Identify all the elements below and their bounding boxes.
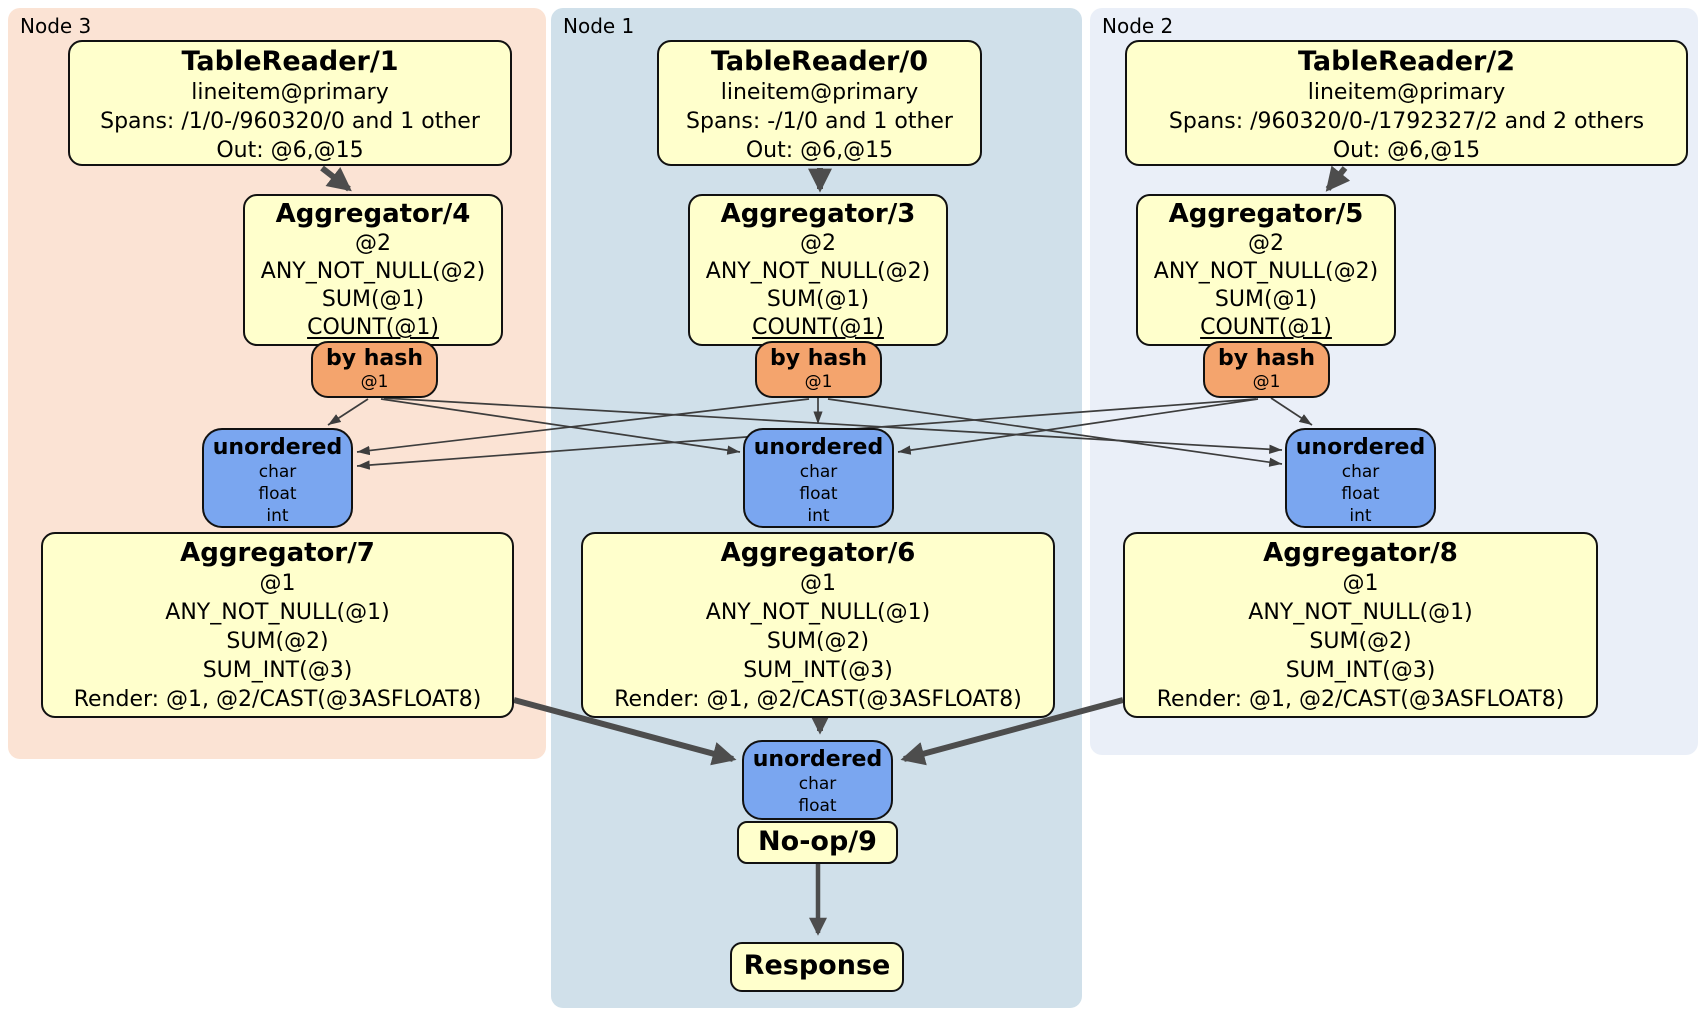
aggregator-5-box: Aggregator/5 @2 ANY_NOT_NULL(@2) SUM(@1)… — [1136, 194, 1396, 346]
sync-detail: int — [266, 506, 289, 526]
node2-label: Node 2 — [1102, 14, 1174, 38]
box-detail: COUNT(@1) — [1200, 315, 1332, 340]
router-detail: @1 — [360, 372, 389, 392]
sync-detail: char — [799, 462, 838, 482]
box-detail: Spans: -/1/0 and 1 other — [686, 109, 953, 134]
aggregator-6-box: Aggregator/6 @1 ANY_NOT_NULL(@1) SUM(@2)… — [581, 532, 1055, 718]
box-title: Aggregator/3 — [720, 199, 916, 229]
router-title: by hash — [325, 346, 423, 371]
box-title: TableReader/1 — [181, 46, 399, 77]
sync-detail: float — [798, 796, 837, 816]
node1-label: Node 1 — [563, 14, 635, 38]
unordered-sync-final: unordered char float — [742, 740, 893, 820]
node3-label: Node 3 — [20, 14, 92, 38]
box-detail: Render: @1, @2/CAST(@3ASFLOAT8) — [73, 687, 482, 712]
box-detail: @2 — [355, 231, 391, 256]
router-title: by hash — [769, 346, 867, 371]
sync-detail: int — [1349, 506, 1372, 526]
tablereader-0-box: TableReader/0 lineitem@primary Spans: -/… — [657, 40, 982, 166]
box-detail: SUM(@2) — [226, 629, 329, 654]
sync-title: unordered — [1295, 435, 1426, 460]
box-detail: SUM(@2) — [766, 629, 870, 654]
box-detail: @1 — [800, 571, 836, 596]
box-detail: lineitem@primary — [191, 80, 389, 105]
sync-detail: char — [258, 462, 297, 482]
box-detail: ANY_NOT_NULL(@2) — [260, 259, 486, 284]
box-detail: @2 — [800, 231, 836, 256]
aggregator-3-box: Aggregator/3 @2 ANY_NOT_NULL(@2) SUM(@1)… — [688, 194, 948, 346]
box-detail: SUM(@1) — [1214, 287, 1318, 312]
box-detail: ANY_NOT_NULL(@2) — [1153, 259, 1379, 284]
box-detail: Out: @6,@15 — [745, 138, 894, 163]
sync-detail: int — [807, 506, 830, 526]
sync-detail: char — [798, 774, 837, 794]
box-detail: Out: @6,@15 — [216, 138, 364, 163]
tablereader-1-box: TableReader/1 lineitem@primary Spans: /1… — [68, 40, 512, 166]
box-detail: SUM(@1) — [321, 287, 425, 312]
router-title: by hash — [1217, 346, 1315, 371]
sync-title: unordered — [753, 435, 884, 460]
box-detail: lineitem@primary — [1307, 80, 1506, 105]
box-detail: Spans: /960320/0-/1792327/2 and 2 others — [1168, 109, 1645, 134]
unordered-sync-node2: unordered char float int — [1285, 428, 1436, 528]
hash-router-node3: by hash @1 — [311, 341, 438, 398]
box-detail: SUM(@2) — [1309, 629, 1412, 654]
box-detail: ANY_NOT_NULL(@1) — [165, 600, 390, 625]
sync-detail: float — [258, 484, 297, 504]
aggregator-7-box: Aggregator/7 @1 ANY_NOT_NULL(@1) SUM(@2)… — [41, 532, 514, 718]
box-detail: COUNT(@1) — [307, 315, 439, 340]
router-detail: @1 — [1252, 372, 1281, 392]
box-title: Aggregator/7 — [180, 538, 375, 568]
box-detail: @2 — [1248, 231, 1284, 256]
aggregator-4-box: Aggregator/4 @2 ANY_NOT_NULL(@2) SUM(@1)… — [243, 194, 503, 346]
box-detail: Render: @1, @2/CAST(@3ASFLOAT8) — [1156, 687, 1565, 712]
box-detail: SUM_INT(@3) — [1285, 658, 1436, 683]
box-title: TableReader/0 — [711, 46, 928, 77]
box-title: Aggregator/8 — [1263, 538, 1458, 568]
unordered-sync-node3: unordered char float int — [202, 428, 353, 528]
sync-title: unordered — [752, 747, 883, 772]
box-detail: ANY_NOT_NULL(@1) — [1248, 600, 1473, 625]
box-title: Aggregator/6 — [720, 538, 916, 568]
unordered-sync-node1: unordered char float int — [743, 428, 894, 528]
box-detail: @1 — [259, 571, 296, 596]
box-detail: COUNT(@1) — [752, 315, 884, 340]
sync-detail: float — [799, 484, 838, 504]
hash-router-node1: by hash @1 — [755, 341, 882, 398]
hash-router-node2: by hash @1 — [1203, 341, 1330, 398]
box-detail: SUM_INT(@3) — [743, 658, 893, 683]
sync-title: unordered — [212, 435, 343, 460]
box-detail: Out: @6,@15 — [1332, 138, 1481, 163]
box-title: No-op/9 — [758, 826, 877, 857]
noop-box: No-op/9 — [737, 821, 898, 864]
sync-detail: float — [1341, 484, 1380, 504]
box-detail: ANY_NOT_NULL(@1) — [705, 600, 931, 625]
box-detail: SUM(@1) — [766, 287, 870, 312]
router-detail: @1 — [804, 372, 833, 392]
box-title: Response — [743, 950, 891, 981]
box-title: Aggregator/4 — [275, 199, 471, 229]
box-title: TableReader/2 — [1298, 46, 1515, 77]
box-detail: Render: @1, @2/CAST(@3ASFLOAT8) — [614, 687, 1022, 712]
box-title: Aggregator/5 — [1168, 199, 1364, 229]
sync-detail: char — [1341, 462, 1380, 482]
box-detail: @1 — [1342, 571, 1379, 596]
response-box: Response — [730, 942, 904, 992]
tablereader-2-box: TableReader/2 lineitem@primary Spans: /9… — [1125, 40, 1688, 166]
box-detail: SUM_INT(@3) — [202, 658, 353, 683]
box-detail: lineitem@primary — [720, 80, 919, 105]
box-detail: Spans: /1/0-/960320/0 and 1 other — [100, 109, 480, 134]
aggregator-8-box: Aggregator/8 @1 ANY_NOT_NULL(@1) SUM(@2)… — [1123, 532, 1598, 718]
box-detail: ANY_NOT_NULL(@2) — [705, 259, 931, 284]
